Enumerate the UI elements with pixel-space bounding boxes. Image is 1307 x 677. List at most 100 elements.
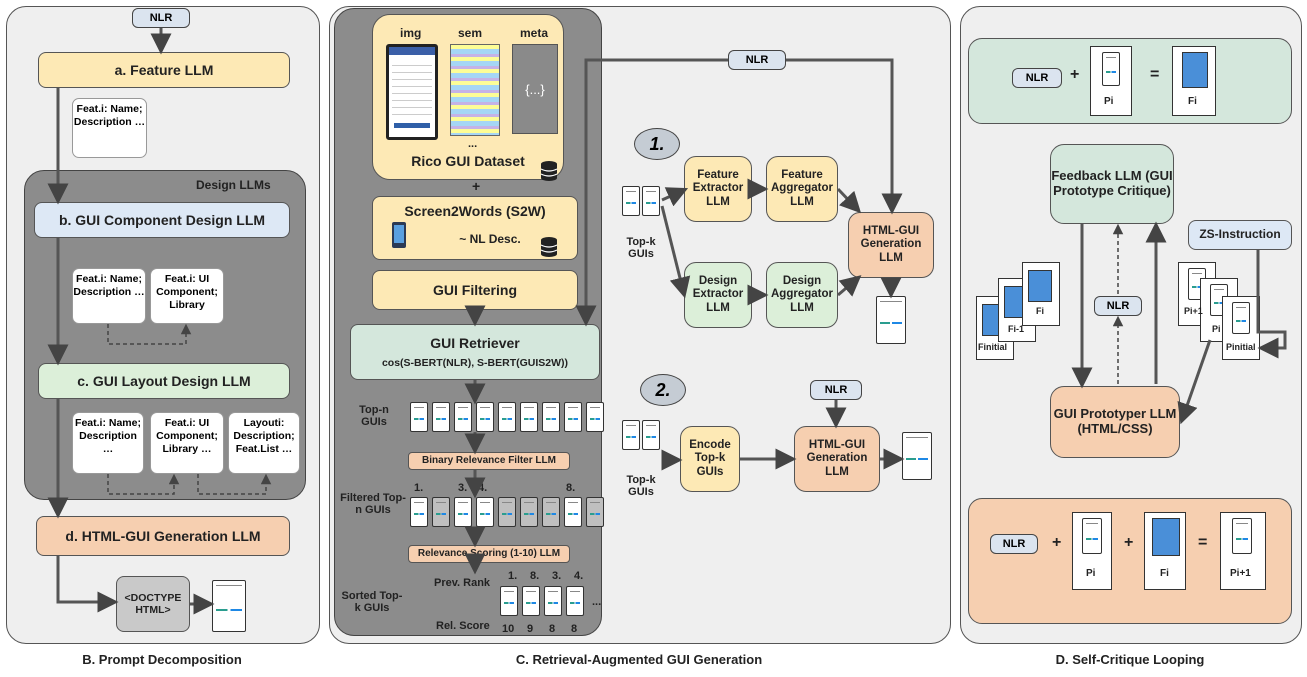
meta-json-block: {...} [512,44,558,134]
feature-extractor-box: Feature Extractor LLM [684,156,752,222]
top-n-gui-8 [564,402,582,432]
phone-icon [392,222,406,248]
top-n-gui-9 [586,402,604,432]
screen2words-label: Screen2Words (S2W) [404,203,546,219]
pi-label-bottom: Pi [1086,568,1096,579]
topk-label-2: Top-k GUIs [626,474,656,498]
rico-label: Rico GUI Dataset [411,152,525,169]
sorted-gui-4 [566,586,584,616]
feedback-stack-current-fill [1028,270,1052,302]
filtered-gui-7 [542,497,560,527]
encode-topk-box: Encode Top-k GUIs [680,426,740,492]
filtered-rank-8: 8. [566,482,576,494]
fi-label-bottom: Fi [1160,568,1169,579]
plus-d-top: + [1070,66,1080,83]
topk-gui-2b [642,420,660,450]
equals-d-top: = [1150,66,1160,83]
gui-prototyper-llm-box: GUI Prototyper LLM (HTML/CSS) [1050,386,1180,458]
sorted-gui-3 [544,586,562,616]
topk-label-1: Top-k GUIs [626,236,656,260]
top-n-gui-2 [432,402,450,432]
prev-rank-1: 1. [508,570,518,582]
rel-score-2: 9 [527,623,534,635]
layout-note-feature-list: Layouti: Description; Feat.List … [228,412,300,474]
caption-d: D. Self-Critique Looping [1055,652,1205,667]
nlr-d-mid: NLR [1094,296,1142,316]
filtered-gui-6 [520,497,538,527]
rico-ellipsis: ... [468,138,478,150]
layout-note-ui: Feat.i: UI Component; Library … [150,412,224,474]
design-llms-label: Design LLMs [196,178,271,192]
component-note-ui: Feat.i: UI Component; Library [150,268,224,324]
database-icon-s2w [540,237,558,257]
p-current-label: Pi [1212,324,1221,334]
generated-gui-thumbnail-c1 [876,296,906,344]
rel-score-3: 8 [549,623,556,635]
caption-c: C. Retrieval-Augmented GUI Generation [515,652,763,667]
gui-retriever-box: GUI Retriever cos(S-BERT(NLR), S-BERT(GU… [350,324,600,380]
img-label: img [400,26,422,40]
topk-gui-1a [622,186,640,216]
top-n-gui-5 [498,402,516,432]
equals-d-bottom: = [1198,534,1208,551]
filtered-rank-1: 1. [414,482,424,494]
html-gui-generation-box-2: HTML-GUI Generation LLM [794,426,880,492]
gui-retriever-formula: cos(S-BERT(NLR), S-BERT(GUIS2W)) [381,357,569,370]
prototype-next-thumb [1232,518,1252,554]
sorted-gui-1 [500,586,518,616]
sorted-gui-2 [522,586,540,616]
top-n-gui-7 [542,402,560,432]
filtered-gui-8 [564,497,582,527]
feedback-fi-fill-bottom [1152,518,1180,556]
doctype-html-box: <DOCTYPE HTML> [116,576,190,632]
f-current-label: Fi [1036,306,1044,316]
topk-gui-1b [642,186,660,216]
filtered-rank-3: 3. [458,482,468,494]
fi-label-top: Fi [1188,96,1197,107]
prototype-stack-initial-thumb [1232,302,1250,334]
layout-note-name: Feat.i: Name; Description … [72,412,144,474]
prev-rank-4: 4. [574,570,584,582]
html-gui-generation-box-1: HTML-GUI Generation LLM [848,212,934,278]
nlr-input-b: NLR [132,8,190,28]
p-next-label: Pi+1 [1184,306,1203,316]
f-prev-label: Fi-1 [1008,324,1025,334]
feedback-llm-box: Feedback LLM (GUI Prototype Critique) [1050,144,1174,224]
filtered-gui-3 [454,497,472,527]
filtered-gui-1 [410,497,428,527]
html-gui-generation-llm-box: d. HTML-GUI Generation LLM [36,516,290,556]
nlr-input-c-top: NLR [728,50,786,70]
meta-label: meta [520,26,549,40]
topk-gui-2a [622,420,640,450]
nlr-input-c-2: NLR [810,380,862,400]
component-note-name: Feat.i: Name; Description … [72,268,146,324]
sorted-ellipsis: ... [592,596,602,608]
approach-2-badge: 2. [640,374,686,406]
database-icon-rico [540,161,558,181]
top-n-gui-1 [410,402,428,432]
sem-label: sem [458,26,483,40]
zs-instruction-box: ZS-Instruction [1188,220,1292,250]
semantic-annotation-thumbnail [450,44,500,136]
p-initial-label: Pinitial [1226,342,1256,352]
filtered-gui-5 [498,497,516,527]
feedback-fi-fill [1182,52,1208,88]
nl-desc-label: ~ NL Desc. [459,232,521,247]
filtered-gui-2 [432,497,450,527]
binary-relevance-filter-box: Binary Relevance Filter LLM [408,452,570,470]
gui-component-design-llm-box: b. GUI Component Design LLM [34,202,290,238]
plus-sign-c: + [472,178,481,194]
design-aggregator-box: Design Aggregator LLM [766,262,838,328]
rel-score-label: Rel. Score [436,620,490,632]
prev-rank-2: 8. [530,570,540,582]
nlr-d-bottom: NLR [990,534,1038,554]
plus-d-bottom-2: + [1124,534,1134,551]
gui-retriever-label: GUI Retriever [430,334,520,351]
caption-b: B. Prompt Decomposition [82,652,242,667]
prev-rank-label: Prev. Rank [434,577,491,589]
f-initial-label: Finitial [978,342,1007,352]
rel-score-1: 10 [502,623,515,635]
rico-screenshot-thumbnail [386,44,438,140]
plus-d-bottom-1: + [1052,534,1062,551]
